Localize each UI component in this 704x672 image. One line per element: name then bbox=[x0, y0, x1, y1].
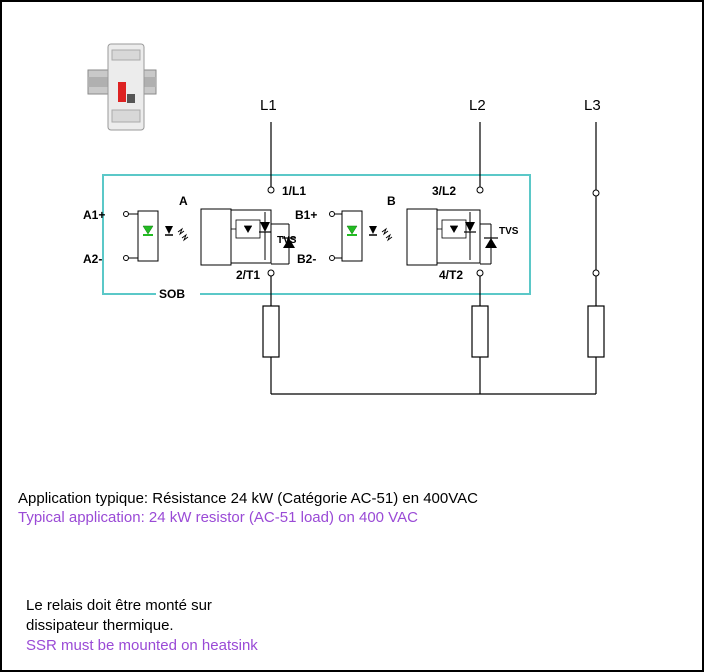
channel-a-tvs-label: TVS bbox=[277, 235, 297, 246]
label-l2: L2 bbox=[469, 97, 486, 114]
channel-b: B1+ B2- B 3/L2 4/T2 TVS bbox=[295, 184, 519, 282]
channel-a-name: A bbox=[179, 194, 188, 208]
channel-b-load-terminal: 4/T2 bbox=[439, 268, 463, 282]
wiring-diagram: SOB L1 L2 L3 bbox=[83, 43, 605, 395]
channel-a: A1+ A2- A 1/L1 2/T1 TVS bbox=[83, 184, 306, 282]
mounting-text-en: SSR must be mounted on heatsink bbox=[26, 637, 258, 654]
label-l3: L3 bbox=[584, 97, 601, 114]
application-text-fr: Application typique: Résistance 24 kW (C… bbox=[18, 490, 478, 507]
channel-b-tvs-label: TVS bbox=[499, 226, 519, 237]
module-label: SOB bbox=[159, 287, 185, 301]
channel-a-line-terminal: 1/L1 bbox=[282, 184, 306, 198]
channel-a-input-plus: A1+ bbox=[83, 208, 105, 222]
mounting-text-fr-line2: dissipateur thermique. bbox=[26, 617, 174, 634]
terminals bbox=[123, 186, 600, 277]
mounting-text-fr-line1: Le relais doit être monté sur bbox=[26, 597, 212, 614]
channel-b-line-terminal: 3/L2 bbox=[432, 184, 456, 198]
conductors bbox=[270, 122, 597, 395]
channel-b-input-minus: B2- bbox=[297, 252, 316, 266]
channel-b-name: B bbox=[387, 194, 396, 208]
channel-a-load-terminal: 2/T1 bbox=[236, 268, 260, 282]
application-text-en: Typical application: 24 kW resistor (AC-… bbox=[18, 509, 418, 526]
channel-a-input-minus: A2- bbox=[83, 252, 102, 266]
label-l1: L1 bbox=[260, 97, 277, 114]
channel-b-input-plus: B1+ bbox=[295, 208, 317, 222]
din-rail-breaker-photo bbox=[87, 43, 157, 131]
load-resistors bbox=[262, 305, 605, 358]
sob-module-outline bbox=[102, 174, 531, 295]
